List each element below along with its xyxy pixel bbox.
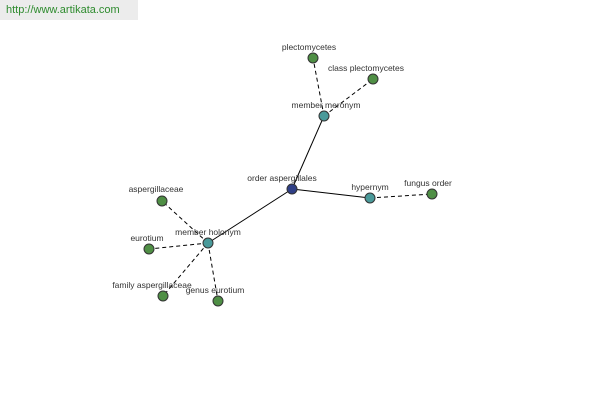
node-fungus-order[interactable] — [426, 188, 438, 200]
edge-meronym-plectomycetes — [312, 57, 325, 117]
label-eurotium[interactable]: eurotium — [130, 233, 163, 243]
label-genus-eurotium[interactable]: genus eurotium — [186, 285, 245, 295]
node-plectomycetes[interactable] — [307, 52, 319, 64]
label-hypernym[interactable]: hypernym — [351, 182, 388, 192]
node-hypernym[interactable] — [364, 192, 376, 204]
label-root[interactable]: order aspergillales — [247, 173, 316, 183]
edge-holonym-family-aspergillaceae — [162, 242, 209, 297]
label-fungus-order[interactable]: fungus order — [404, 178, 452, 188]
node-family-aspergillaceae[interactable] — [157, 290, 169, 302]
node-root[interactable] — [286, 183, 298, 195]
edge-holonym-aspergillaceae — [161, 200, 209, 244]
edge-holonym-eurotium — [148, 242, 209, 250]
label-member-holonym[interactable]: member holonym — [175, 227, 241, 237]
edge-hypernym-fungus-order — [369, 193, 433, 199]
node-class-plectomycetes[interactable] — [367, 73, 379, 85]
label-member-meronym[interactable]: member meronym — [292, 100, 361, 110]
label-plectomycetes[interactable]: plectomycetes — [282, 42, 336, 52]
node-member-meronym[interactable] — [318, 110, 330, 122]
site-url-link[interactable]: http://www.artikata.com — [6, 4, 120, 16]
site-url-banner[interactable]: http://www.artikata.com — [0, 0, 138, 20]
edge-meronym-class-plectomycetes — [323, 78, 374, 117]
label-aspergillaceae[interactable]: aspergillaceae — [129, 184, 184, 194]
edge-root-hypernym — [291, 188, 371, 199]
edge-root-holonym — [207, 188, 293, 244]
node-member-holonym[interactable] — [202, 237, 214, 249]
node-eurotium[interactable] — [143, 243, 155, 255]
label-family-aspergillaceae[interactable]: family aspergillaceae — [112, 280, 192, 290]
node-aspergillaceae[interactable] — [156, 195, 168, 207]
edge-holonym-genus-eurotium — [207, 242, 219, 302]
node-genus-eurotium[interactable] — [212, 295, 224, 307]
edge-root-meronym — [291, 115, 325, 190]
label-class-plectomycetes[interactable]: class plectomycetes — [328, 63, 404, 73]
